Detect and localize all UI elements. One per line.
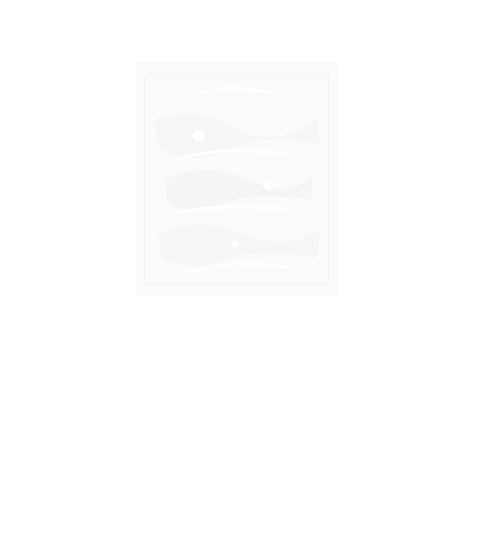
faded-image-panel [137,62,338,296]
faded-image-graphic [137,62,338,296]
